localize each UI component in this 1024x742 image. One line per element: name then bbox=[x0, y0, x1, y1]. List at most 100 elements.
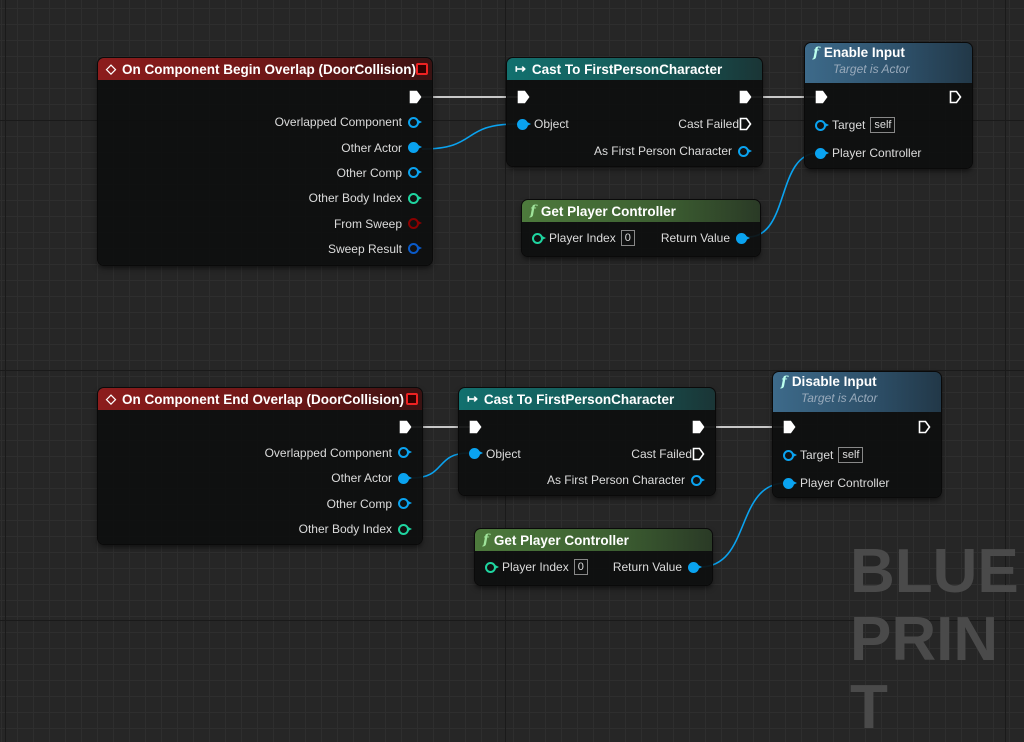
pin-row[interactable]: Overlapped Component bbox=[265, 443, 412, 463]
pin-row[interactable]: As First Person Character bbox=[594, 141, 752, 161]
cast-arrow-icon: ↦ bbox=[515, 61, 526, 76]
node-header[interactable]: ↦Cast To FirstPersonCharacter bbox=[459, 388, 715, 410]
default-value-field[interactable]: 0 bbox=[573, 559, 588, 575]
exec-pin-icon[interactable] bbox=[517, 90, 530, 104]
pin-row[interactable] bbox=[517, 87, 530, 107]
as-first-person-character-label: As First Person Character bbox=[546, 473, 685, 487]
player-controller-label: Player Controller bbox=[800, 476, 890, 490]
exec-pin-icon[interactable] bbox=[692, 420, 705, 434]
delegate-output-icon[interactable] bbox=[416, 63, 428, 75]
object-pin-icon[interactable] bbox=[398, 447, 412, 458]
pin-row[interactable] bbox=[783, 417, 796, 437]
function-icon: f bbox=[813, 45, 819, 61]
exec-pin-icon[interactable] bbox=[469, 420, 482, 434]
default-value-field[interactable]: self bbox=[838, 447, 864, 463]
object-pin-icon[interactable] bbox=[398, 498, 412, 509]
bool-pin-icon[interactable] bbox=[408, 218, 422, 229]
pin-row[interactable]: Other Body Index bbox=[309, 188, 422, 208]
pin-row[interactable] bbox=[949, 87, 962, 107]
exec-pin-icon[interactable] bbox=[399, 420, 412, 434]
object-pin-icon[interactable] bbox=[408, 116, 422, 128]
blueprint-graph-canvas[interactable]: ◇On Component Begin Overlap (DoorCollisi… bbox=[0, 0, 1024, 623]
node-title: Get Player Controller bbox=[540, 203, 676, 219]
pin-row[interactable] bbox=[692, 417, 705, 437]
object-pin-icon[interactable] bbox=[691, 474, 705, 486]
pin-row[interactable] bbox=[469, 417, 482, 437]
pin-row[interactable]: Sweep Result bbox=[328, 239, 422, 259]
event-diamond-icon: ◇ bbox=[106, 391, 116, 406]
object-pin-icon[interactable] bbox=[738, 145, 752, 157]
other-actor-label: Other Actor bbox=[331, 471, 392, 485]
exec-pin-icon[interactable] bbox=[815, 90, 828, 104]
pin-row[interactable]: Player Controller bbox=[815, 143, 921, 163]
default-value-field[interactable]: self bbox=[870, 117, 896, 133]
exec-pin-icon[interactable] bbox=[409, 90, 422, 104]
object-pin-icon[interactable] bbox=[736, 232, 750, 244]
object-pin-icon[interactable] bbox=[517, 118, 531, 130]
exec-pin-icon[interactable] bbox=[739, 117, 752, 131]
node-on-component-end-overlap-doorcollision[interactable]: ◇ On Component End Overlap (DoorCollision… bbox=[98, 388, 422, 544]
object-pin-icon[interactable] bbox=[815, 119, 829, 131]
object-pin-icon[interactable] bbox=[398, 472, 412, 484]
object-pin-icon[interactable] bbox=[408, 142, 422, 154]
pin-row[interactable]: Other Actor bbox=[341, 138, 422, 158]
object-pin-icon[interactable] bbox=[783, 449, 797, 461]
object-pin-icon[interactable] bbox=[688, 561, 702, 573]
pin-row[interactable]: Overlapped Component bbox=[275, 112, 422, 132]
node-on-component-begin-overlap-doorcollision[interactable]: ◇On Component Begin Overlap (DoorCollisi… bbox=[98, 58, 432, 265]
pin-row[interactable]: Cast Failed bbox=[631, 444, 705, 464]
other-comp-label: Other Comp bbox=[336, 165, 402, 180]
exec-pin-icon[interactable] bbox=[918, 420, 931, 434]
pin-row[interactable] bbox=[409, 87, 422, 107]
exec-pin-icon[interactable] bbox=[692, 447, 705, 461]
pin-row[interactable]: Other Body Index bbox=[299, 519, 412, 539]
object-pin-icon[interactable] bbox=[469, 448, 483, 459]
default-value-field[interactable]: 0 bbox=[620, 230, 635, 246]
object-pin-icon[interactable] bbox=[783, 477, 797, 489]
delegate-output-icon[interactable] bbox=[406, 393, 418, 405]
pin-row[interactable] bbox=[918, 417, 931, 437]
pin-row[interactable] bbox=[739, 87, 752, 107]
int-pin-icon[interactable] bbox=[532, 232, 546, 244]
object-pin-icon[interactable] bbox=[815, 147, 829, 159]
pin-row[interactable] bbox=[815, 87, 828, 107]
pin-row[interactable]: Other Actor bbox=[331, 468, 412, 488]
node-title: On Component End Overlap (DoorCollision) bbox=[122, 391, 404, 407]
pin-row[interactable] bbox=[399, 417, 412, 437]
pin-row[interactable]: Object bbox=[469, 444, 521, 464]
pin-row[interactable]: Other Comp bbox=[327, 494, 412, 514]
pin-row[interactable]: Return Value bbox=[613, 557, 702, 577]
exec-pin-icon[interactable] bbox=[783, 420, 796, 434]
pin-row[interactable]: Return Value bbox=[661, 228, 750, 248]
pin-row[interactable]: From Sweep bbox=[334, 214, 422, 234]
pin-row[interactable]: Object bbox=[517, 114, 569, 134]
pin-row[interactable]: Other Comp bbox=[337, 163, 422, 183]
struct-pin-icon[interactable] bbox=[408, 243, 422, 255]
int-pin-icon[interactable] bbox=[398, 523, 412, 535]
int-pin-icon[interactable] bbox=[408, 192, 422, 204]
node-header[interactable]: ↦Cast To FirstPersonCharacter bbox=[507, 58, 762, 80]
exec-pin-icon[interactable] bbox=[739, 90, 752, 104]
node-header[interactable]: ◇ On Component End Overlap (DoorCollision… bbox=[98, 388, 422, 410]
object-pin-icon[interactable] bbox=[408, 167, 422, 179]
exec-pin-icon[interactable] bbox=[949, 90, 962, 104]
node-header[interactable]: ◇On Component Begin Overlap (DoorCollisi… bbox=[98, 58, 432, 80]
pin-row[interactable]: As First Person Character bbox=[547, 470, 705, 490]
pin-row[interactable]: Cast Failed bbox=[678, 114, 752, 134]
pin-row[interactable]: Player Controller bbox=[783, 473, 889, 493]
int-pin-icon[interactable] bbox=[485, 561, 499, 573]
